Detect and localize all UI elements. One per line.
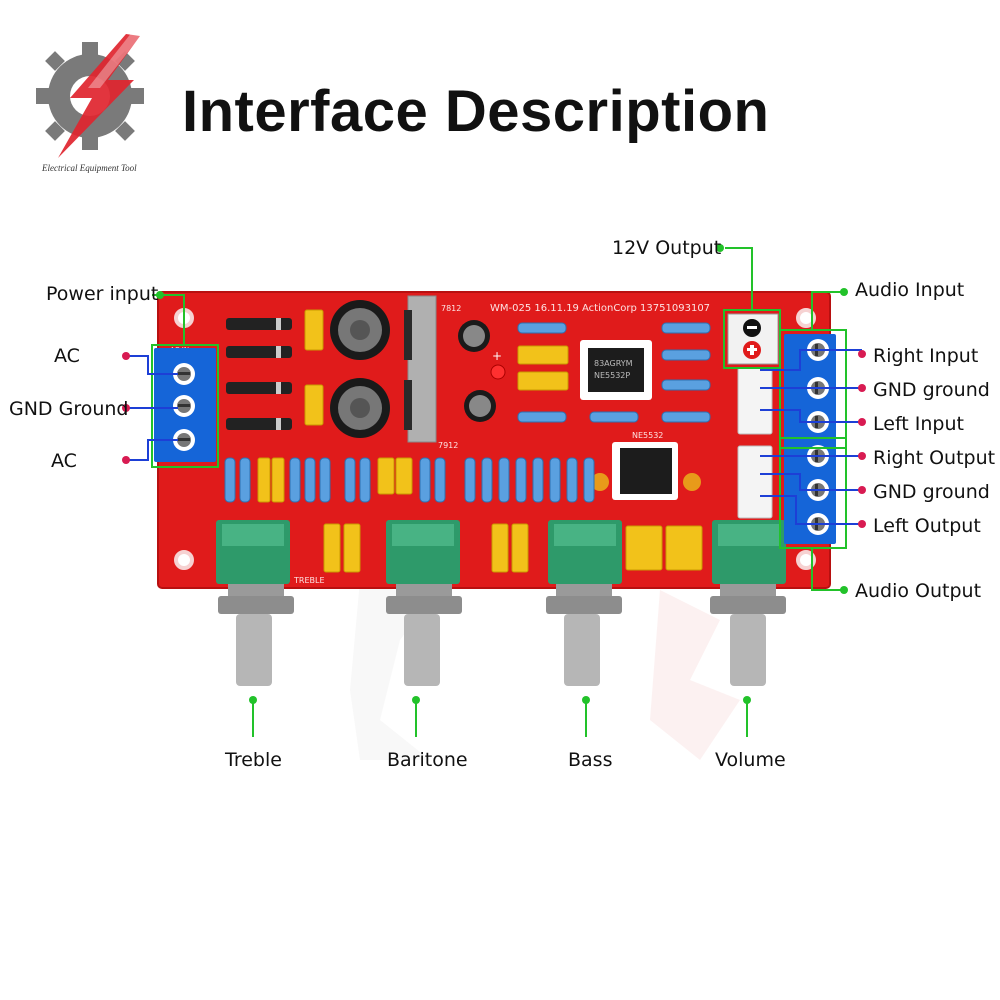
plus-sign: +: [492, 349, 502, 363]
label-audio-output: Audio Output: [855, 580, 982, 602]
label-gnd-ground-out: GND ground: [873, 481, 990, 503]
silk-model: WM-025 16.11.19: [490, 303, 579, 314]
callout-green-dots: [156, 244, 848, 704]
12v-output-terminal: [727, 313, 779, 365]
potentiometers: [216, 520, 786, 686]
ceramic-capacitors: [591, 473, 701, 491]
pin-callout-dots-left: [122, 352, 130, 464]
label-left-output: Left Output: [873, 515, 981, 537]
silk-chip: NE5532: [632, 431, 663, 440]
film-capacitors-top: [304, 309, 324, 426]
baritone-pot: [386, 520, 462, 686]
regulators: [404, 310, 412, 430]
label-audio-input: Audio Input: [855, 279, 965, 301]
silk-maker: ActionCorp 13751093107: [582, 303, 710, 314]
resistors: [224, 322, 711, 503]
label-left-input: Left Input: [873, 413, 964, 435]
film-capacitors-lower: [257, 457, 703, 573]
page-title: Interface Description: [182, 79, 770, 144]
power-input-terminal: [154, 348, 216, 462]
label-treble: Treble: [225, 749, 282, 771]
label-right-output: Right Output: [873, 447, 996, 469]
label-12v-output: 12V Output: [612, 237, 722, 259]
power-led: [490, 364, 506, 380]
op-amp-chip-bottom: [612, 442, 678, 500]
label-volume: Volume: [715, 749, 786, 771]
svg-text:83AGRYM: 83AGRYM: [594, 359, 633, 368]
brand-logo: [36, 32, 144, 158]
bass-pot: [546, 520, 622, 686]
label-baritone: Baritone: [387, 749, 468, 771]
volume-pot: [710, 520, 786, 686]
silk-reg-top: 7812: [441, 304, 461, 313]
silk-reg-bottom: 7912: [438, 441, 458, 450]
heatsink: [407, 295, 437, 443]
silk-treble: TREBLE: [293, 576, 325, 585]
label-bass: Bass: [568, 749, 613, 771]
label-gnd-ground: GND Ground: [9, 398, 129, 420]
white-headers: [737, 367, 773, 519]
op-amp-chip-top: 83AGRYM NE5532P: [580, 340, 652, 400]
label-power-input: Power input: [46, 283, 159, 305]
label-right-input: Right Input: [873, 345, 979, 367]
gear-bolt-logo-icon: [36, 32, 144, 158]
label-ac-top: AC: [54, 345, 80, 367]
electrolytic-capacitors: [330, 300, 496, 438]
label-ac-bottom: AC: [51, 450, 77, 472]
diodes: [226, 318, 292, 430]
treble-pot: [216, 520, 294, 686]
label-gnd-ground-in: GND ground: [873, 379, 990, 401]
pin-callout-lines-right: [760, 349, 862, 525]
film-capacitors-mid: [517, 345, 569, 391]
pin-callout-dots-right: [858, 350, 866, 528]
pin-callout-lines-left: [126, 355, 178, 461]
brand-text: Electrical Equipment Tool: [42, 163, 137, 173]
svg-text:NE5532P: NE5532P: [594, 371, 630, 380]
